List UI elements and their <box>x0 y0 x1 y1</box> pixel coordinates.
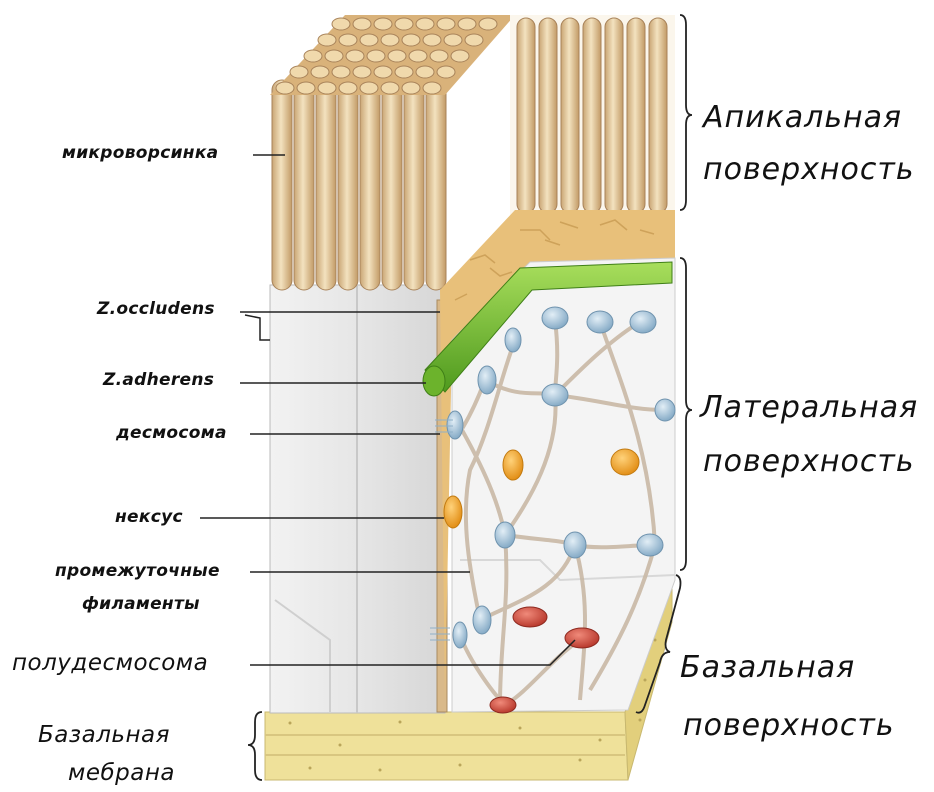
microvillus-tip <box>339 34 357 46</box>
label-basal-surface-line1: Базальная <box>680 650 855 685</box>
microvillus-tip <box>388 50 406 62</box>
microvillus-tip <box>479 18 497 30</box>
microvillus-tip <box>360 82 378 94</box>
label-desmosome: десмосома <box>116 423 227 443</box>
label-zonula-adherens: Z.adherens <box>103 370 214 390</box>
microvillus-tip <box>465 34 483 46</box>
microvillus <box>627 18 645 213</box>
microvillus-tip <box>304 50 322 62</box>
microvillus <box>426 80 446 290</box>
microvillus-tip <box>458 18 476 30</box>
microvillus-tip <box>395 66 413 78</box>
microvillus <box>517 18 535 213</box>
microvillus <box>382 80 402 290</box>
microvillus-tip <box>332 18 350 30</box>
microvillus-tip <box>444 34 462 46</box>
microvillus-tip <box>423 82 441 94</box>
label-lateral-line2: поверхность <box>703 444 915 479</box>
microvillus-tip <box>353 18 371 30</box>
microvillus-tip <box>374 66 392 78</box>
microvilli-front <box>272 80 446 290</box>
microvillus-tip <box>290 66 308 78</box>
microvillus-tip <box>430 50 448 62</box>
microvillus-tip <box>318 34 336 46</box>
label-filaments-line1: промежуточные <box>55 561 220 581</box>
microvillus-tip <box>318 82 336 94</box>
microvillus-tip <box>297 82 315 94</box>
microvillus-tip <box>423 34 441 46</box>
microvillus <box>404 80 424 290</box>
label-filaments-line2: филаменты <box>82 594 200 614</box>
microvillus-tip <box>437 66 455 78</box>
label-apical-line2: поверхность <box>703 152 915 187</box>
microvillus-tip <box>437 18 455 30</box>
microvillus-tip <box>402 34 420 46</box>
label-zonula-occludens: Z.occludens <box>97 299 215 319</box>
label-basal-membrane-line2: мебрана <box>68 760 175 786</box>
microvillus-tip <box>276 82 294 94</box>
label-hemidesmosome: полудесмосома <box>12 650 208 676</box>
microvillus-tip <box>360 34 378 46</box>
microvillus-tip <box>451 50 469 62</box>
label-apical-line1: Апикальная <box>703 100 902 135</box>
microvilli-back <box>510 15 675 220</box>
microvillus-tip <box>416 66 434 78</box>
microvillus <box>360 80 380 290</box>
microvillus <box>338 80 358 290</box>
label-basal-membrane-line1: Базальная <box>38 722 170 748</box>
microvillus <box>583 18 601 213</box>
microvillus-tip <box>402 82 420 94</box>
microvillus <box>605 18 623 213</box>
label-microvillus: микроворсинка <box>62 143 218 163</box>
label-nexus: нексус <box>115 507 183 527</box>
microvillus-tip <box>381 82 399 94</box>
microvillus-tip <box>325 50 343 62</box>
microvillus <box>561 18 579 213</box>
microvillus-tip <box>353 66 371 78</box>
microvillus-tip <box>395 18 413 30</box>
microvillus-tip <box>311 66 329 78</box>
microvillus-tip <box>374 18 392 30</box>
microvillus-tip <box>409 50 427 62</box>
microvillus <box>294 80 314 290</box>
front-cells <box>270 285 447 713</box>
label-lateral-line1: Латеральная <box>700 390 918 425</box>
apical-top-surface <box>270 15 515 95</box>
microvillus <box>649 18 667 213</box>
microvillus-tip <box>367 50 385 62</box>
microvillus <box>316 80 336 290</box>
microvillus-tip <box>332 66 350 78</box>
microvillus-tip <box>346 50 364 62</box>
microvillus-tip <box>339 82 357 94</box>
microvillus-tip <box>381 34 399 46</box>
microvillus <box>272 80 292 290</box>
microvillus-tip <box>416 18 434 30</box>
label-basal-surface-line2: поверхность <box>683 708 895 743</box>
microvillus <box>539 18 557 213</box>
